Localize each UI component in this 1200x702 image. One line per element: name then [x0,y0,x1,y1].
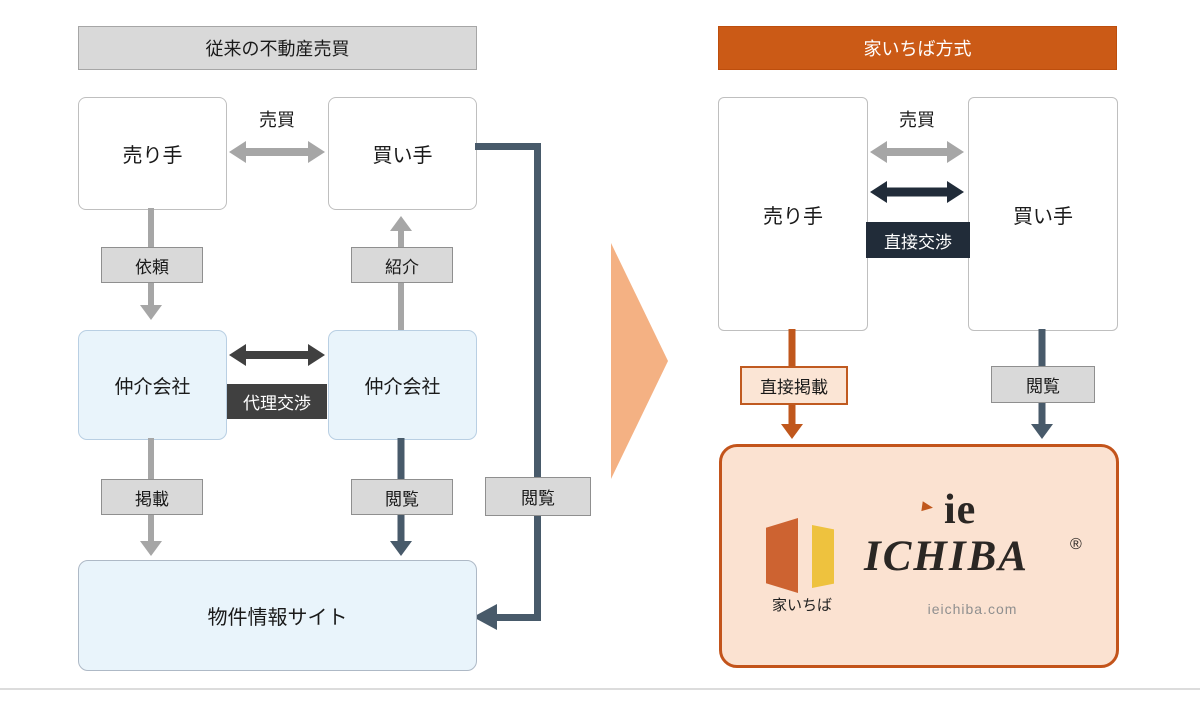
view-label-right: 閲覧 [991,366,1095,403]
transition-arrow-icon [611,243,668,479]
broker-box-left: 仲介会社 [78,330,227,440]
brand-ichiba: ICHIBA [864,533,1029,580]
buyer-box-left: 買い手 [328,97,477,210]
buyer-view-elbow-top [475,143,541,150]
request-label: 依頼 [101,247,203,283]
bottom-divider [0,688,1200,690]
brand-domain: ieichiba.com [927,601,1018,617]
ie-cursor-icon [921,501,934,513]
post-label: 掲載 [101,479,203,515]
trade-label-left: 売買 [259,110,295,130]
broker-box-right: 仲介会社 [328,330,477,440]
direct-post-label: 直接掲載 [740,366,848,405]
brand-ie: ie [944,487,977,533]
buyer-view-elbow-vertical [534,143,541,621]
property-site-box: 物件情報サイト [78,560,477,671]
registered-mark: ® [1070,536,1082,553]
seller-box-left: 売り手 [78,97,227,210]
buyer-box-right: 買い手 [968,97,1118,331]
buyer-view-elbow-bottom [494,614,541,621]
proxy-negotiation-arrow [229,341,325,369]
door-left-panel-icon [766,518,798,593]
trade-arrow-left [229,138,325,166]
buyer-view-label: 閲覧 [485,477,591,516]
seller-box-right: 売り手 [718,97,868,331]
referral-label: 紹介 [351,247,453,283]
proxy-negotiation-label: 代理交渉 [227,384,327,419]
right-panel-title: 家いちば方式 [718,26,1117,70]
direct-negotiation-label: 直接交渉 [866,222,970,258]
left-panel-title: 従来の不動産売買 [78,26,477,70]
trade-label-right: 売買 [899,110,935,130]
trade-arrow-right [870,138,964,166]
door-right-panel-icon [812,525,834,588]
view-label: 閲覧 [351,479,453,515]
buyer-view-arrowhead [473,604,497,630]
door-caption: 家いちば [771,596,832,614]
direct-negotiation-arrow [870,177,964,207]
